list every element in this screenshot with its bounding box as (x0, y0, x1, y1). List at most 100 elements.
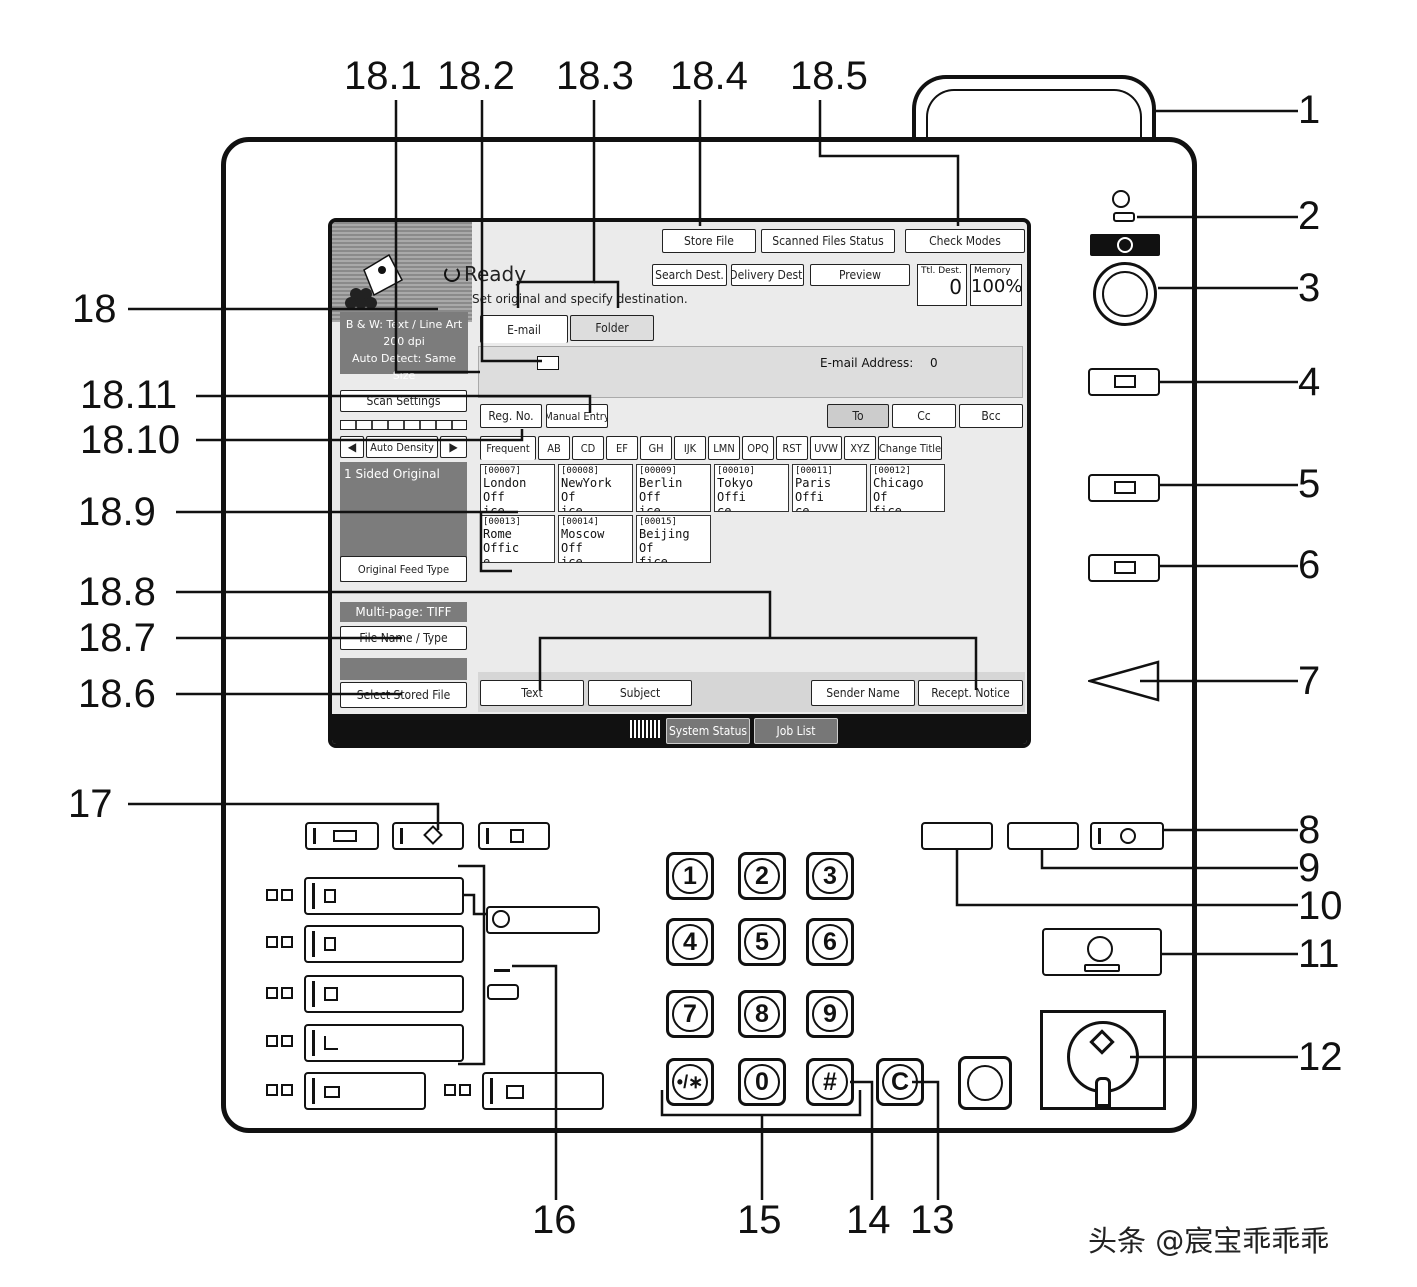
sender-name-button[interactable]: Sender Name (811, 680, 915, 706)
counter-key[interactable] (305, 822, 379, 850)
store-file-button[interactable]: Store File (662, 229, 756, 253)
text-button[interactable]: Text (480, 680, 584, 706)
number-key-label: # (812, 1064, 848, 1100)
index-tab-2[interactable]: CD (572, 436, 604, 460)
touch-screen: B & W: Text / Line Art 200 dpi Auto Dete… (328, 218, 1031, 748)
number-key[interactable]: # (806, 1058, 854, 1106)
number-key[interactable]: 5 (738, 918, 786, 966)
document-server-key[interactable] (304, 925, 464, 963)
to-button[interactable]: To (827, 404, 889, 428)
copy-function-key[interactable] (304, 877, 464, 915)
recept-notice-button[interactable]: Recept. Notice (918, 680, 1023, 706)
callout-4: 4 (1298, 360, 1321, 404)
total-destinations-counter: Ttl. Dest. 0 (917, 264, 967, 306)
number-key[interactable]: 1 (666, 852, 714, 900)
bcc-button[interactable]: Bcc (959, 404, 1023, 428)
manual-entry-button[interactable]: Manual Entry (546, 404, 608, 428)
destination-id: [00015] (639, 517, 677, 527)
original-feed-type-button[interactable]: Original Feed Type (340, 556, 467, 582)
multipage-label: Multi-page: TIFF (340, 602, 467, 622)
number-key[interactable]: 0 (738, 1058, 786, 1106)
index-tab-11[interactable]: Change Title (878, 436, 942, 460)
printer-key[interactable] (304, 975, 464, 1013)
density-bar[interactable] (340, 420, 467, 430)
index-tab-1[interactable]: AB (538, 436, 570, 460)
callout-18-7: 18.7 (78, 616, 156, 660)
index-tab-8[interactable]: RST (776, 436, 808, 460)
number-key[interactable]: 4 (666, 918, 714, 966)
operation-switch-button[interactable] (1093, 262, 1157, 326)
cc-button[interactable]: Cc (892, 404, 956, 428)
callout-13: 13 (910, 1198, 955, 1242)
tab-folder[interactable]: Folder (570, 315, 654, 341)
number-key[interactable]: 6 (806, 918, 854, 966)
start-key[interactable] (1040, 1010, 1166, 1110)
delivery-dest-button[interactable]: Delivery Dest. (731, 264, 804, 286)
check-status-key[interactable] (392, 822, 464, 850)
callout-18-2: 18.2 (437, 54, 515, 98)
tab-email[interactable]: E-mail (480, 315, 568, 343)
scanner-key[interactable] (304, 1024, 464, 1062)
memory-indicator: Memory 100% (970, 264, 1022, 306)
start-key-stem (1095, 1077, 1111, 1107)
number-key[interactable]: 3 (806, 852, 854, 900)
number-key[interactable]: 7 (666, 990, 714, 1038)
user-tools-counter-key[interactable] (1088, 368, 1160, 396)
preview-button[interactable]: Preview (810, 264, 910, 286)
extended-feature-indicators (444, 1084, 474, 1096)
clear-stop-icon (967, 1065, 1003, 1101)
printer-indicators (266, 987, 296, 999)
index-tab-6[interactable]: LMN (708, 436, 740, 460)
number-key[interactable]: 8 (738, 990, 786, 1038)
density-darker-button[interactable]: ▶ (440, 436, 467, 458)
index-tab-9[interactable]: UVW (810, 436, 842, 460)
clear-stop-key[interactable] (958, 1056, 1012, 1110)
scanned-files-status-button[interactable]: Scanned Files Status (761, 229, 895, 253)
data-in-key[interactable] (478, 822, 550, 850)
number-key[interactable]: 2 (738, 852, 786, 900)
facsimile-indicators (266, 1084, 296, 1096)
index-tab-5[interactable]: IJK (674, 436, 706, 460)
scan-info-line1: B & W: Text / Line Art (345, 318, 463, 331)
number-key[interactable]: •/∗ (666, 1058, 714, 1106)
job-list-button[interactable]: Job List (754, 718, 838, 744)
system-status-button[interactable]: System Status (666, 718, 750, 744)
select-stored-file-button[interactable]: Select Stored File (340, 682, 467, 708)
auto-density-button[interactable]: Auto Density (366, 436, 438, 458)
search-dest-button[interactable]: Search Dest. (652, 264, 727, 286)
facsimile-key[interactable] (304, 1072, 426, 1110)
callout-17: 17 (68, 782, 113, 826)
callout-18-10: 18.10 (80, 418, 181, 462)
program-key[interactable] (1007, 822, 1079, 850)
index-tab-7[interactable]: OPQ (742, 436, 774, 460)
scanner-indicators (266, 1035, 296, 1047)
reg-no-button[interactable]: Reg. No. (480, 404, 542, 428)
index-tab-4[interactable]: GH (640, 436, 672, 460)
screen-switch-key[interactable] (1088, 474, 1160, 502)
extended-feature-key[interactable] (482, 1072, 604, 1110)
density-lighter-button[interactable]: ◀ (340, 436, 364, 458)
energy-saver-key[interactable] (1090, 822, 1164, 850)
number-key-label: 8 (744, 996, 780, 1032)
ttl-dest-label: Ttl. Dest. (921, 266, 962, 276)
subject-button[interactable]: Subject (588, 680, 692, 706)
index-tab-3[interactable]: EF (606, 436, 638, 460)
index-tab-10[interactable]: XYZ (844, 436, 876, 460)
interrupt-key[interactable] (1042, 928, 1162, 976)
number-key[interactable]: 9 (806, 990, 854, 1038)
sided-original-label[interactable]: 1 Sided Original (344, 467, 440, 481)
simple-screen-key[interactable] (1088, 554, 1160, 582)
callout-14: 14 (846, 1198, 891, 1242)
destination-name-line2: ice (639, 504, 661, 512)
check-modes-button[interactable]: Check Modes (905, 229, 1025, 253)
watermark: 头条 @宸宝乖乖乖 (1088, 1224, 1330, 1258)
